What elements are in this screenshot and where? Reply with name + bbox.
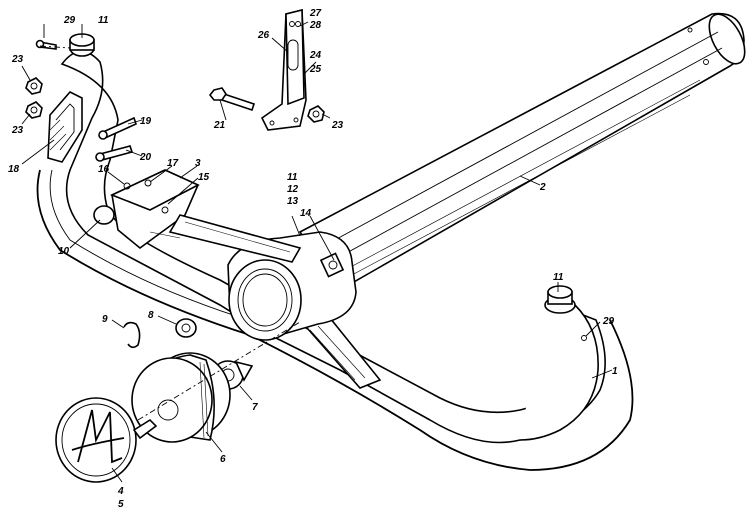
callout-16: 15 — [198, 172, 210, 183]
u-frame — [36, 50, 634, 471]
left-arm-top — [35, 33, 95, 57]
callouts: 29 11 23 23 19 20 18 16 17 3 15 10 11 12… — [8, 8, 618, 510]
callout-27: 27 — [309, 8, 322, 19]
clip-plate — [47, 91, 83, 163]
clamp-sleeve — [227, 231, 357, 341]
callout-7: 7 — [252, 402, 258, 413]
callout-6: 6 — [220, 454, 226, 465]
callout-21: 20 — [139, 152, 152, 163]
emblem — [55, 397, 158, 483]
callout-22: 21 — [213, 120, 226, 131]
callout-28: 28 — [309, 20, 322, 31]
callout-10: 10 — [58, 246, 70, 257]
callout-15: 14 — [300, 208, 312, 219]
callout-14: 13 — [287, 196, 299, 207]
callout-26: 26 — [257, 30, 270, 41]
callout-2: 2 — [539, 182, 546, 193]
callout-11-right: 11 — [553, 272, 564, 283]
callout-23-right: 23 — [331, 120, 344, 131]
callout-3: 3 — [195, 158, 201, 169]
bracket-assembly — [93, 169, 302, 263]
right-arm-top — [544, 285, 587, 341]
callout-29-left: 29 — [63, 15, 76, 26]
callout-18: 17 — [167, 158, 179, 169]
callout-19: 18 — [8, 164, 20, 175]
callout-23-left-top: 23 — [11, 54, 24, 65]
flat-bracket — [208, 8, 325, 131]
callout-4: 4 — [117, 486, 124, 497]
callout-24: 24 — [309, 50, 322, 61]
callout-25: 25 — [309, 64, 322, 75]
callout-9: 9 — [102, 314, 108, 325]
callout-17: 16 — [98, 164, 110, 175]
nuts-left — [25, 77, 43, 119]
callout-1: 1 — [612, 366, 618, 377]
knob — [131, 352, 231, 443]
main-tube — [298, 12, 746, 292]
callout-23-left-bottom: 23 — [11, 125, 24, 136]
small-parts — [123, 318, 254, 390]
callout-13: 12 — [287, 184, 299, 195]
callout-20: 19 — [140, 116, 152, 127]
callout-12: 11 — [287, 172, 298, 183]
callout-29-right: 29 — [602, 316, 615, 327]
callout-8: 8 — [148, 310, 154, 321]
callout-11-left: 11 — [98, 15, 109, 26]
leader-lines — [21, 21, 613, 483]
callout-5: 5 — [118, 499, 124, 510]
alignment-lines — [39, 45, 301, 421]
